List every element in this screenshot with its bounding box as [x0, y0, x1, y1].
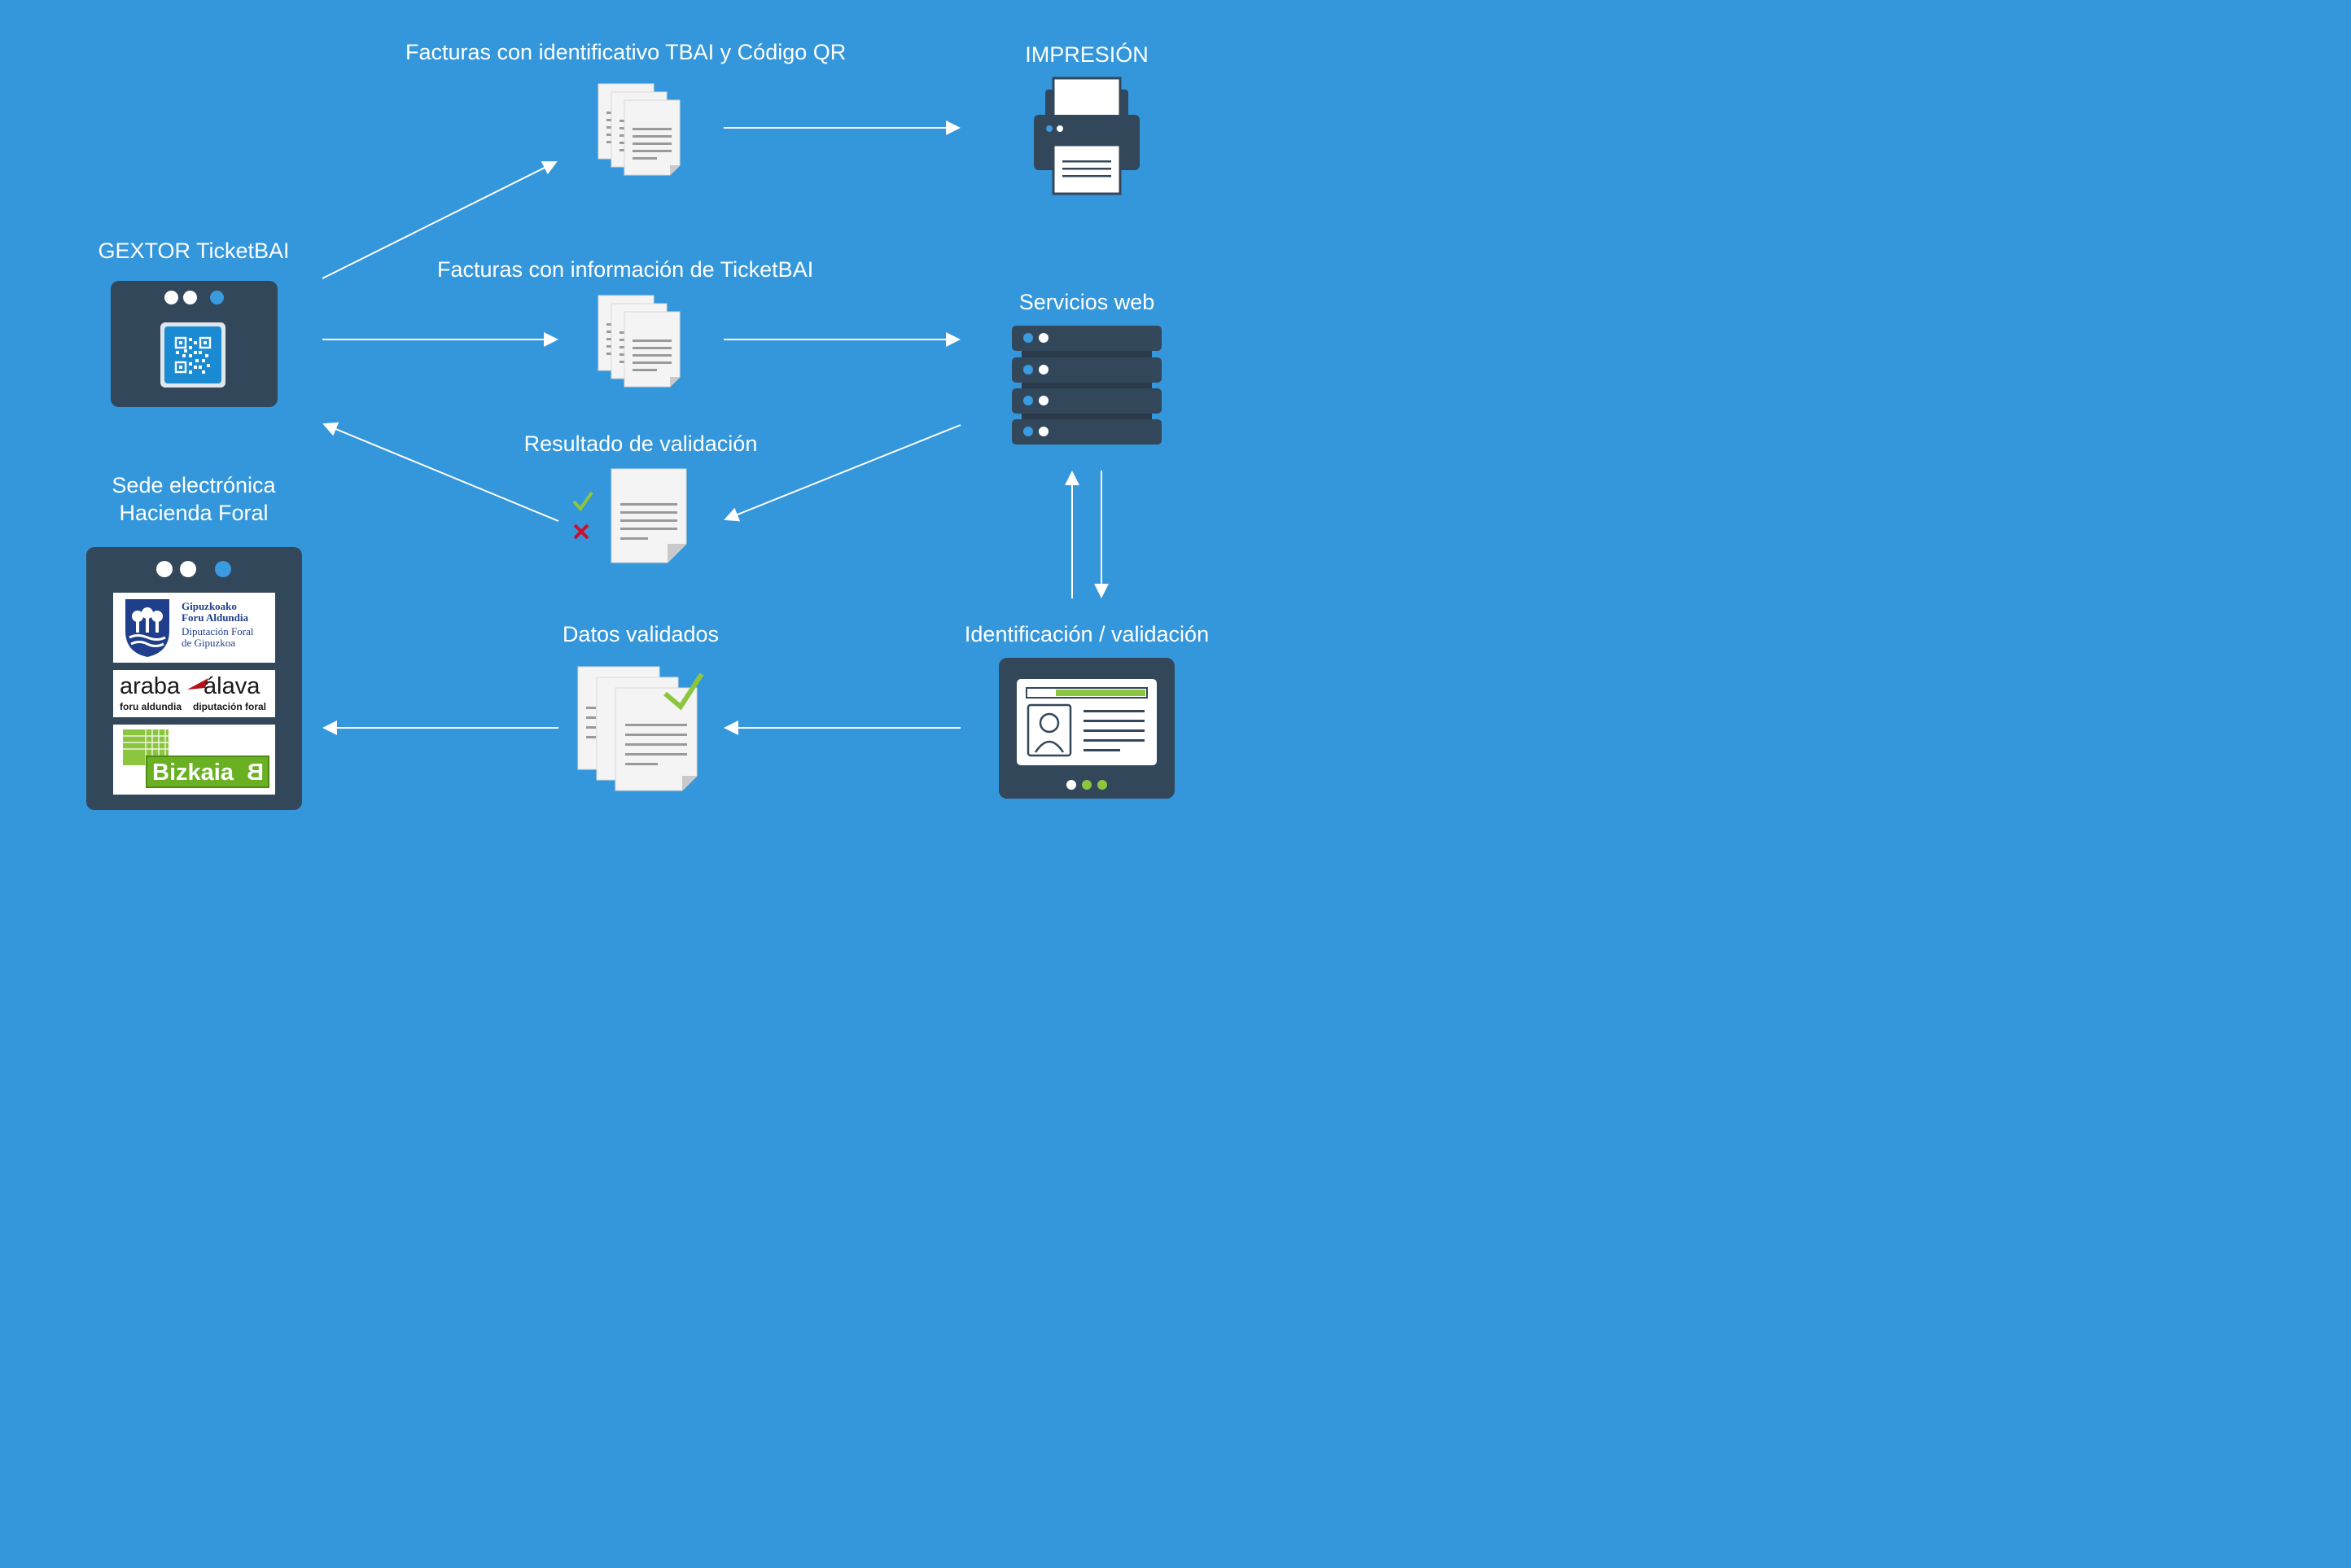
label-facturas-info: Facturas con información de TicketBAI [437, 257, 814, 282]
label-sede-line2: Hacienda Foral [119, 501, 269, 525]
check-icon [572, 491, 593, 512]
window-dot [183, 291, 197, 304]
arrows [322, 120, 1109, 735]
qr-code-frame [160, 322, 225, 388]
label-servicios-web: Servicios web [1018, 290, 1155, 314]
bizkaia-suffix: B [247, 760, 264, 786]
arrow-resultado-to-gextor [322, 422, 559, 522]
cross-icon [573, 523, 589, 540]
window-dot [164, 291, 178, 304]
documents-icon-info [598, 296, 680, 387]
printer-icon [1034, 77, 1140, 195]
label-gextor: GEXTOR TicketBAI [98, 239, 290, 263]
alava-sub2: diputación foral [193, 701, 266, 712]
alava-accent-icon [187, 678, 208, 690]
label-identificacion: Identificación / validación [964, 622, 1210, 646]
qr-code-background [164, 326, 221, 383]
window-dot [215, 561, 231, 577]
label-resultado: Resultado de validación [523, 431, 758, 456]
qr-code-icon [174, 336, 212, 374]
gipuzkoa-shield-icon [125, 599, 169, 657]
label-impresion: IMPRESIÓN [1025, 42, 1149, 67]
result-document-icon [611, 468, 687, 563]
gipuzkoa-logo[interactable]: Gipuzkoako Foru Aldundia Diputación Fora… [113, 593, 275, 663]
gipuzkoa-line4: de Gipuzkoa [182, 637, 236, 649]
bizkaia-wordmark-box: Bizkaia B [146, 756, 269, 788]
id-card-icon [999, 658, 1175, 799]
server-icon [1012, 326, 1162, 445]
diagram-graphics [322, 77, 1175, 799]
arrow-gextor-to-facturas-qr [322, 161, 558, 279]
window-dot [210, 291, 224, 304]
gipuzkoa-line3: Diputación Foral [182, 625, 254, 637]
gextor-app-window [111, 281, 278, 407]
label-datos-validados: Datos validados [562, 622, 720, 646]
gipuzkoa-line2: Foru Aldundia [182, 611, 249, 624]
alava-logo[interactable]: araba álava foru aldundia diputación for… [113, 670, 275, 717]
window-dot [156, 561, 173, 577]
gipuzkoa-logo-text: Gipuzkoako Foru Aldundia Diputación Fora… [182, 601, 253, 649]
check-icon [663, 672, 704, 711]
alava-word2: álava [204, 673, 260, 699]
gipuzkoa-line1: Gipuzkoako [182, 600, 237, 612]
alava-sub1: foru aldundia [120, 701, 182, 712]
label-facturas-tbai-qr: Facturas con identificativo TBAI y Códig… [405, 40, 847, 64]
documents-icon-tbai-qr [598, 84, 680, 175]
bizkaia-logo[interactable]: Bizkaia B [113, 725, 275, 795]
ticketbai-flow-diagram: Facturas con identificativo TBAI y Códig… [0, 0, 1271, 852]
label-sede-line1: Sede electrónica [112, 473, 276, 497]
documents-icon-validados [577, 666, 704, 791]
window-dot [180, 561, 196, 577]
alava-word1: araba [120, 673, 181, 699]
arrow-servicios-to-resultado [724, 424, 961, 522]
bizkaia-word: Bizkaia [152, 760, 234, 786]
sede-electronica-window: Gipuzkoako Foru Aldundia Diputación Fora… [86, 547, 302, 810]
